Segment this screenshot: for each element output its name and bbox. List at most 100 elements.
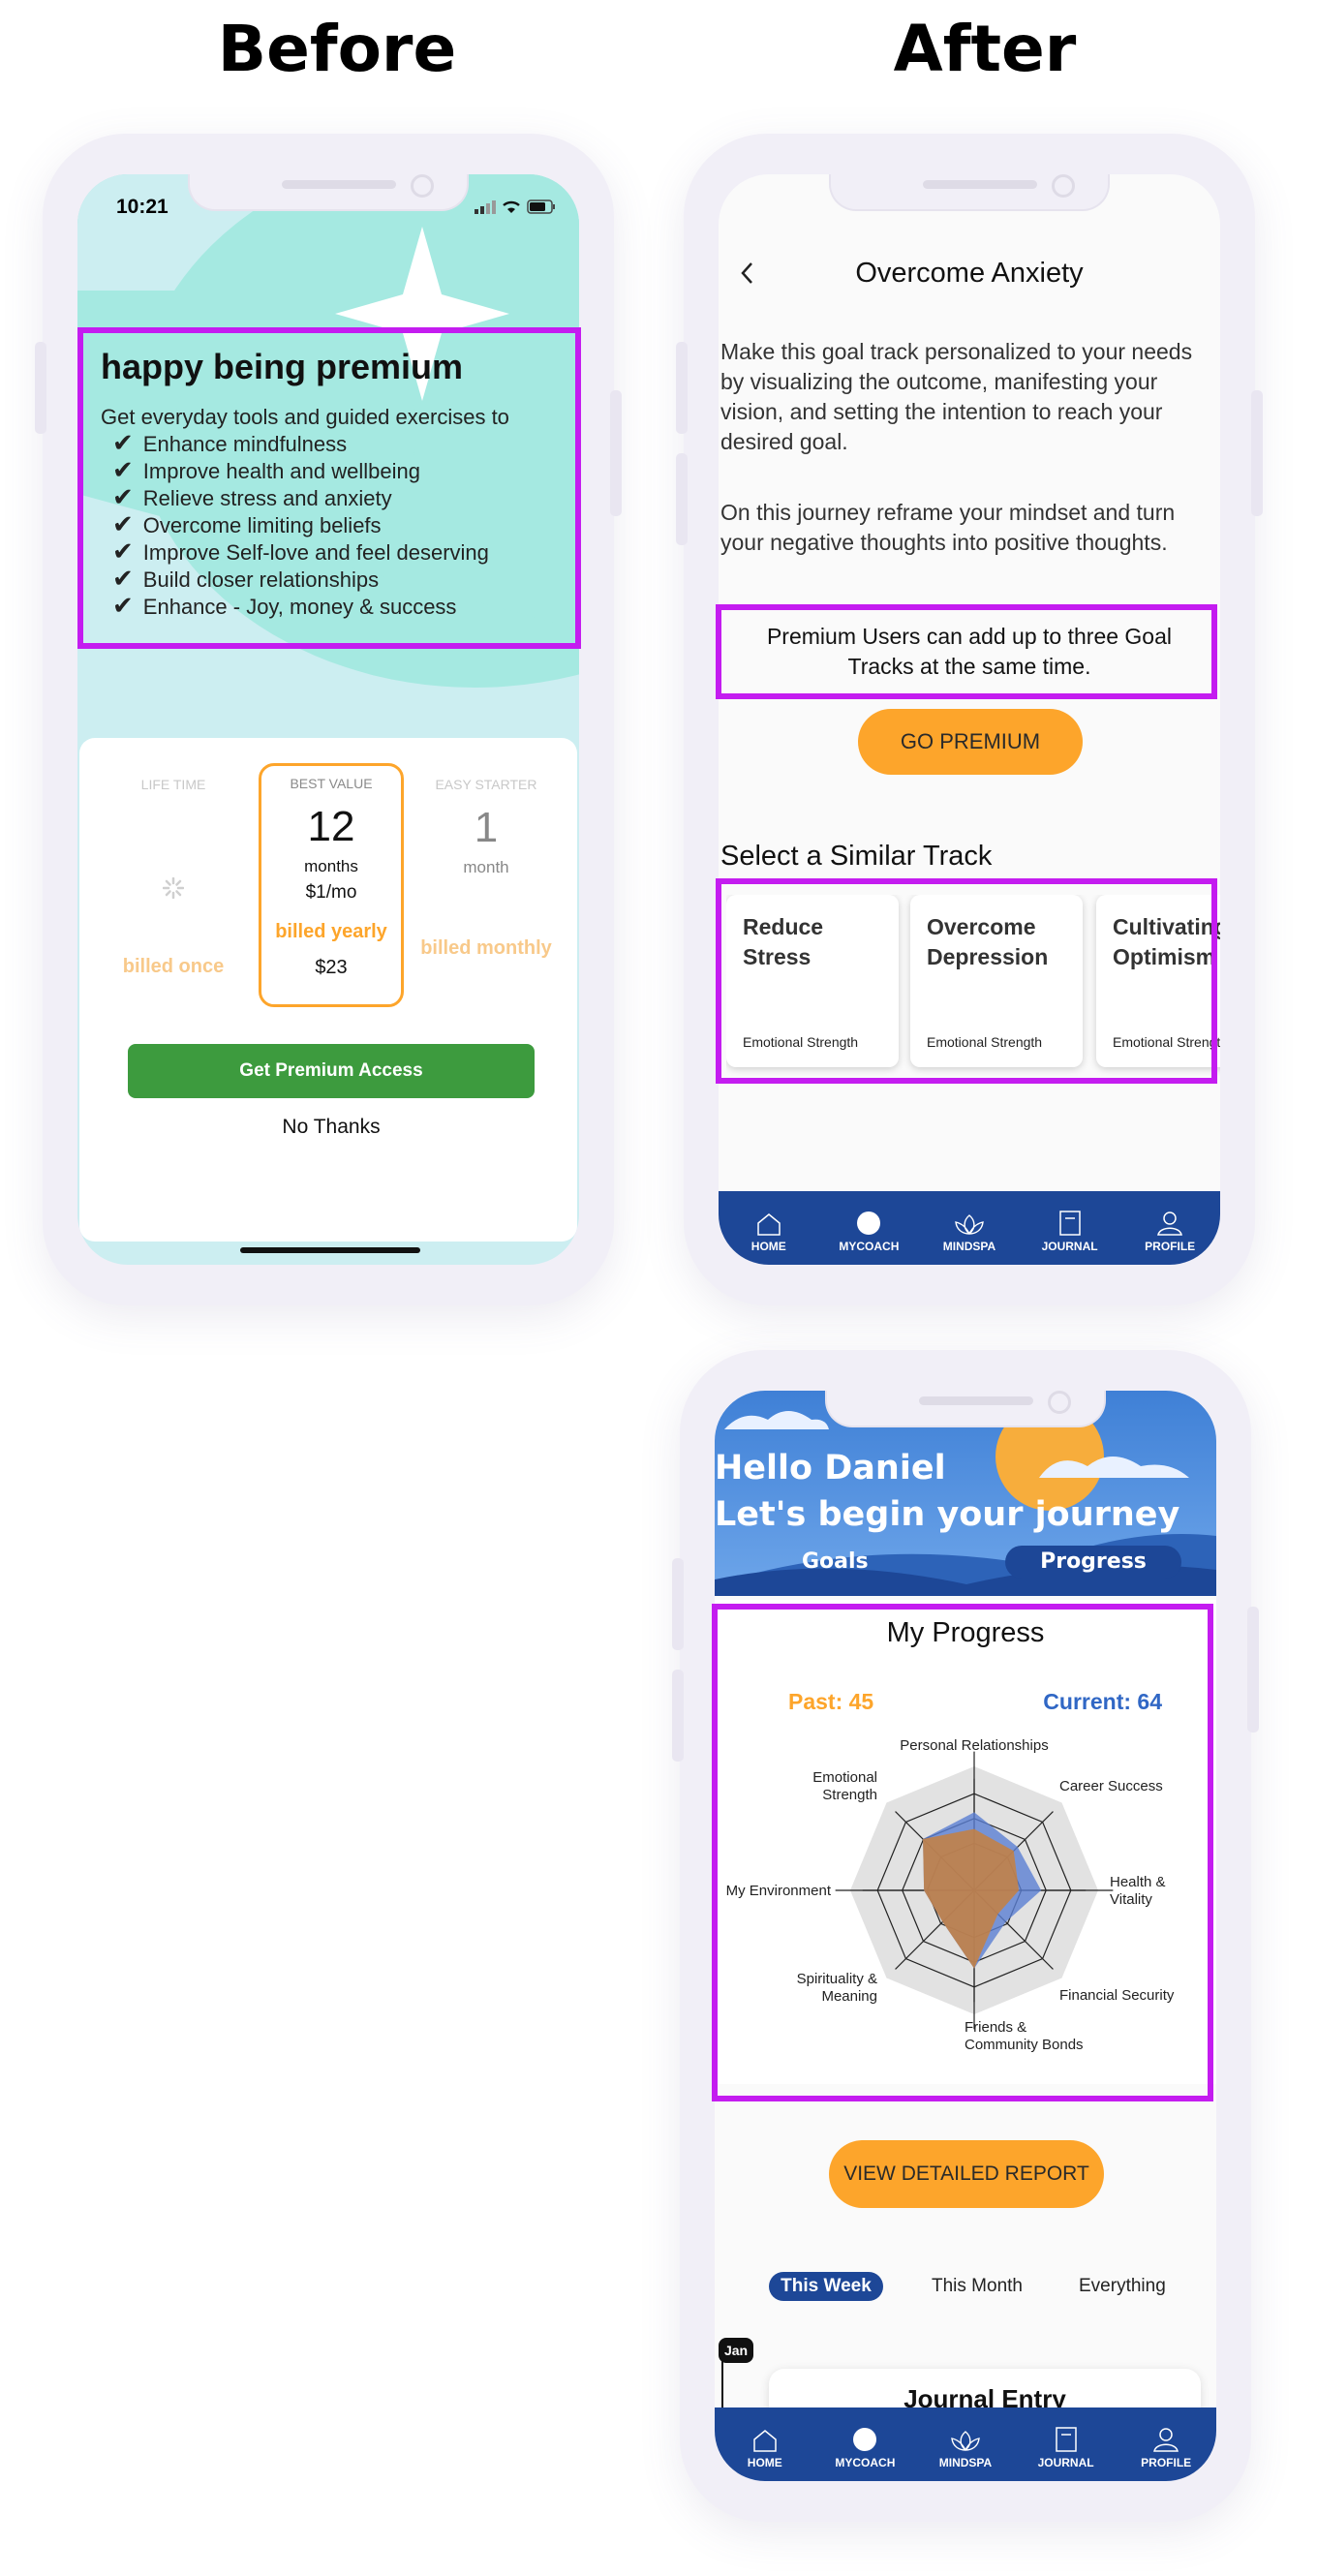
radar-axis-label: Spirituality &Meaning bbox=[797, 1971, 877, 2005]
premium-note: Premium Users can add up to three Goal T… bbox=[766, 624, 1173, 679]
highlight-progress-card bbox=[712, 1604, 1213, 2101]
nav-profile[interactable]: PROFILE bbox=[1131, 1211, 1209, 1253]
tab-progress[interactable]: Progress bbox=[1005, 1546, 1181, 1579]
no-thanks-link[interactable]: No Thanks bbox=[282, 1116, 381, 1138]
go-premium-button[interactable]: GO PREMIUM bbox=[858, 709, 1083, 775]
home-icon bbox=[753, 2430, 777, 2452]
check-icon: ✔ bbox=[112, 537, 134, 566]
status-icons bbox=[475, 199, 556, 214]
journal-icon bbox=[1055, 2427, 1077, 2452]
nav-mindspa[interactable]: MINDSPA bbox=[931, 1212, 1008, 1253]
lotus-icon bbox=[955, 1214, 984, 1235]
highlight-premium-promo bbox=[77, 327, 581, 649]
promo-intro: Get everyday tools and guided exercises … bbox=[101, 405, 509, 429]
check-icon: ✔ bbox=[112, 564, 134, 593]
nav-profile[interactable]: PROFILE bbox=[1127, 2427, 1205, 2469]
page-title: Overcome Anxiety bbox=[855, 258, 1084, 289]
plan-unit: months bbox=[304, 857, 358, 875]
filter-this-week[interactable]: This Week bbox=[769, 2272, 883, 2301]
highlight-similar-tracks bbox=[716, 878, 1217, 1084]
nav-journal[interactable]: JOURNAL bbox=[1031, 1211, 1109, 1253]
nav-journal[interactable]: JOURNAL bbox=[1027, 2427, 1105, 2469]
wifi-icon bbox=[503, 200, 520, 213]
benefit-item: ✔Build closer relationships bbox=[112, 564, 380, 593]
plan-billing: billed yearly bbox=[275, 921, 387, 942]
status-time: 10:21 bbox=[116, 196, 168, 218]
greeting-line-2: Let's begin your journey bbox=[715, 1495, 1180, 1534]
radar-axis-label: Health &Vitality bbox=[1110, 1874, 1166, 1908]
back-arrow-icon[interactable] bbox=[738, 260, 757, 287]
profile-icon bbox=[1153, 2428, 1179, 2452]
description-paragraph-1: Make this goal track personalized to you… bbox=[720, 339, 1193, 454]
track-card[interactable]: Reduce Stress Emotional Strength bbox=[726, 895, 899, 1067]
similar-tracks-carousel[interactable]: Reduce Stress Emotional Strength Overcom… bbox=[726, 895, 1220, 1079]
benefit-item: ✔Relieve stress and anxiety bbox=[112, 482, 392, 511]
plan-per-month: $1/mo bbox=[305, 882, 357, 903]
nav-mycoach[interactable]: MYCOACH bbox=[826, 2427, 904, 2469]
journal-icon bbox=[1058, 1211, 1081, 1236]
coach-icon bbox=[857, 1211, 881, 1235]
benefit-item: ✔Overcome limiting beliefs bbox=[112, 509, 382, 538]
after-phone-progress: Hello Daniel Let's begin your journey Go… bbox=[672, 1350, 1259, 2522]
lotus-icon bbox=[951, 2431, 980, 2451]
radar-axis-label: Friends &Community Bonds bbox=[965, 2019, 1084, 2053]
plan-price: $23 bbox=[315, 957, 348, 978]
goal-track-screen: Overcome Anxiety Make this goal track pe… bbox=[719, 174, 1220, 1265]
home-indicator bbox=[240, 1247, 420, 1253]
nav-mycoach[interactable]: MYCOACH bbox=[830, 1211, 907, 1253]
before-screen: 10:21 happy being premium Get everyday t… bbox=[77, 174, 579, 1265]
nav-home[interactable]: HOME bbox=[726, 2429, 804, 2469]
plan-tag: BEST VALUE bbox=[290, 776, 373, 791]
progress-card: My Progress Past: 45 Current: 64 Persona… bbox=[715, 1600, 1216, 2084]
profile-icon bbox=[1157, 1211, 1183, 1236]
coach-icon bbox=[853, 2428, 877, 2451]
plan-tag: EASY STARTER bbox=[435, 777, 537, 792]
loading-spinner-icon bbox=[162, 876, 185, 900]
check-icon: ✔ bbox=[112, 591, 134, 620]
current-score: Current: 64 bbox=[1043, 1689, 1162, 1714]
progress-title: My Progress bbox=[886, 1617, 1045, 1648]
radar-axis-label: Personal Relationships bbox=[900, 1737, 1048, 1754]
past-score: Past: 45 bbox=[788, 1689, 874, 1714]
plan-lifetime[interactable]: LIFE TIME billed once bbox=[101, 767, 246, 1011]
nav-mindspa[interactable]: MINDSPA bbox=[927, 2429, 1004, 2469]
similar-track-heading: Select a Similar Track bbox=[720, 841, 993, 872]
plan-monthly[interactable]: EASY STARTER 1 month billed monthly bbox=[413, 767, 559, 1011]
plan-number: 12 bbox=[307, 803, 355, 850]
get-premium-button[interactable]: Get Premium Access bbox=[128, 1044, 535, 1098]
benefit-item: ✔Enhance - Joy, money & success bbox=[112, 591, 457, 620]
nav-home[interactable]: HOME bbox=[730, 1212, 808, 1253]
after-phone-goal-track: Overcome Anxiety Make this goal track pe… bbox=[676, 134, 1263, 1305]
home-icon bbox=[757, 1213, 781, 1236]
plan-yearly[interactable]: BEST VALUE 12 months $1/mo billed yearly… bbox=[259, 763, 404, 1007]
filter-this-month[interactable]: This Month bbox=[932, 2276, 1023, 2296]
before-heading: Before bbox=[217, 12, 457, 86]
tab-goals[interactable]: Goals bbox=[802, 1549, 869, 1574]
time-filters: This Week This Month Everything bbox=[769, 2272, 1195, 2303]
view-detailed-report-button[interactable]: VIEW DETAILED REPORT bbox=[829, 2140, 1104, 2208]
radar-axis-label: My Environment bbox=[726, 1883, 832, 1899]
description-paragraph-2: On this journey reframe your mindset and… bbox=[720, 500, 1176, 555]
benefit-item: ✔Enhance mindfulness bbox=[112, 428, 348, 457]
before-phone: 10:21 happy being premium Get everyday t… bbox=[35, 134, 622, 1305]
plan-number: 1 bbox=[474, 804, 499, 851]
bottom-nav: HOME MYCOACH MINDSPA JOURNAL PROFILE bbox=[719, 1191, 1220, 1265]
timeline-line bbox=[721, 2361, 723, 2419]
check-icon: ✔ bbox=[112, 428, 134, 457]
track-card[interactable]: Overcome Depression Emotional Strength bbox=[910, 895, 1083, 1067]
signal-icon bbox=[475, 200, 496, 214]
plan-tag: LIFE TIME bbox=[140, 777, 206, 792]
plan-billing: billed monthly bbox=[420, 937, 552, 959]
check-icon: ✔ bbox=[112, 455, 134, 484]
greeting-line-1: Hello Daniel bbox=[715, 1449, 946, 1487]
after-heading: After bbox=[893, 12, 1077, 86]
promo-title: happy being premium bbox=[101, 347, 464, 386]
track-card[interactable]: Cultivating Optimism Emotional Strength bbox=[1096, 895, 1220, 1067]
highlight-premium-note bbox=[716, 604, 1217, 699]
radar-axis-label: Financial Security bbox=[1059, 1987, 1175, 2004]
plan-unit: month bbox=[463, 858, 509, 876]
filter-everything[interactable]: Everything bbox=[1079, 2276, 1166, 2296]
star-icon bbox=[335, 227, 509, 401]
month-badge: Jan bbox=[719, 2338, 753, 2363]
